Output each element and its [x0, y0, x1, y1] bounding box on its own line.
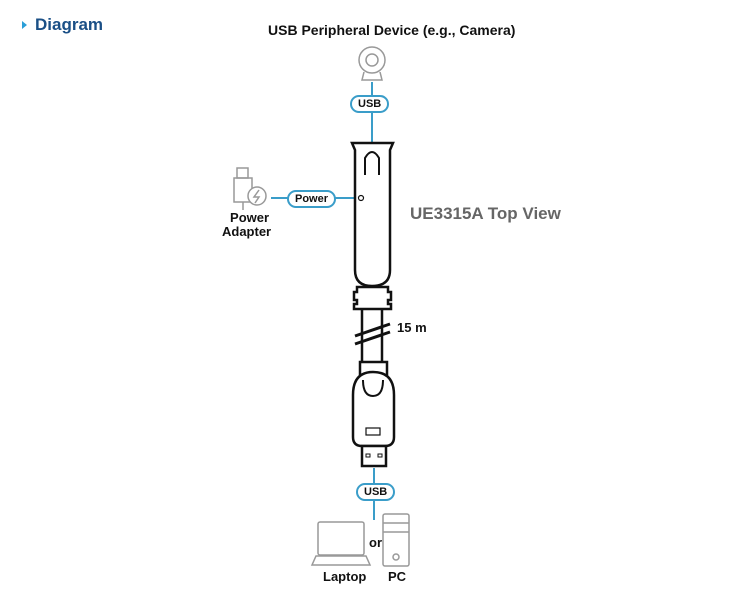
peripheral-label: USB Peripheral Device (e.g., Camera): [268, 22, 516, 38]
power-adapter-label: Power Adapter: [222, 211, 271, 239]
power-adapter-line1: Power: [230, 210, 270, 225]
laptop-label: Laptop: [323, 569, 367, 584]
heading-text: Diagram: [35, 15, 104, 34]
power-adapter-line2: Adapter: [222, 224, 272, 239]
or-label: or: [369, 535, 382, 550]
pc-tower-icon: [382, 513, 410, 567]
power-label: Power: [287, 190, 337, 208]
laptop-icon: [310, 521, 372, 566]
usb-bottom-label: USB: [356, 483, 396, 501]
pc-label: PC: [388, 569, 407, 584]
section-heading: Diagram: [22, 15, 103, 35]
ue3315a-device: [350, 141, 396, 468]
power-adapter-icon: [233, 167, 267, 210]
camera-icon: [358, 46, 386, 81]
usb-top-label: USB: [350, 95, 390, 113]
cable-length-label: 15 m: [397, 320, 427, 335]
triangle-bullet-icon: [22, 21, 27, 29]
product-label: UE3315A Top View: [410, 204, 561, 223]
